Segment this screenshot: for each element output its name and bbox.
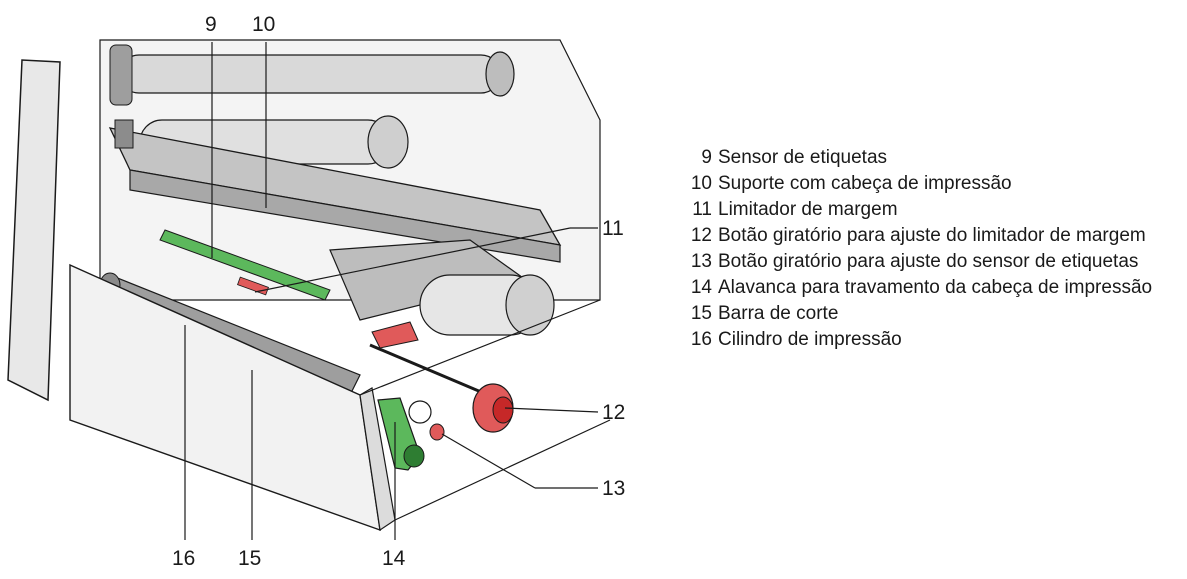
legend-text: Suporte com cabeça de impressão <box>718 173 1012 194</box>
legend-number: 15 <box>690 303 712 324</box>
legend-text: Botão giratório para ajuste do sensor de… <box>718 251 1139 272</box>
legend-item: 16 Cilindro de impressão <box>680 328 1180 351</box>
callout-15: 15 <box>238 547 262 570</box>
ribbon-roller-upper <box>109 44 515 106</box>
legend-text: Barra de corte <box>718 303 839 324</box>
front-housing <box>69 263 611 532</box>
leader-13b <box>441 433 536 489</box>
legend-item: 11 Limitador de margem <box>680 198 1180 221</box>
leader-11b <box>254 227 571 293</box>
legend-item: 9 Sensor de etiquetas <box>680 146 1180 169</box>
legend-item: 12 Botão giratório para ajuste do limitad… <box>680 224 1180 247</box>
callout-16: 16 <box>172 547 196 570</box>
legend-text: Limitador de margem <box>718 199 898 220</box>
legend-item: 15 Barra de corte <box>680 302 1180 325</box>
legend-number: 12 <box>690 225 712 246</box>
callout-14: 14 <box>382 547 406 570</box>
printhead-lock-lever <box>377 397 432 471</box>
callout-12: 12 <box>602 401 626 424</box>
legend-item: 10 Suporte com cabeça de impressão <box>680 172 1180 195</box>
printhead-illustration <box>7 39 611 540</box>
printhead-carrier <box>108 119 562 263</box>
legend-text: Alavanca para travamento da cabeça de im… <box>718 277 1153 298</box>
roller-right <box>419 274 555 336</box>
legend-text: Botão giratório para ajuste do limitador… <box>718 225 1146 246</box>
margin-limiter <box>371 321 419 349</box>
callout-13: 13 <box>602 477 626 500</box>
sensor-adjust-knob <box>429 423 445 441</box>
legend-item: 13 Botão giratório para ajuste do sensor … <box>680 250 1180 273</box>
legend-text: Cilindro de impressão <box>718 329 902 350</box>
margin-adjust-knob <box>472 383 514 433</box>
legend-number: 11 <box>692 199 712 220</box>
legend-number: 16 <box>690 329 712 350</box>
legend-text: Sensor de etiquetas <box>718 147 888 168</box>
legend-number: 9 <box>701 147 712 168</box>
callout-10: 10 <box>252 13 276 36</box>
leader-12 <box>504 407 599 413</box>
leader-lines <box>184 42 599 540</box>
callout-11: 11 <box>602 217 624 240</box>
parts-legend: 9 Sensor de etiquetas 10 Suporte com cabeç… <box>680 146 1180 354</box>
legend-item: 14 Alavanca para travamento da cabeça de … <box>680 276 1180 299</box>
legend-number: 10 <box>690 173 712 194</box>
callout-9: 9 <box>205 13 217 36</box>
legend-number: 13 <box>690 251 712 272</box>
side-frame <box>7 59 61 402</box>
legend-number: 14 <box>690 277 712 298</box>
